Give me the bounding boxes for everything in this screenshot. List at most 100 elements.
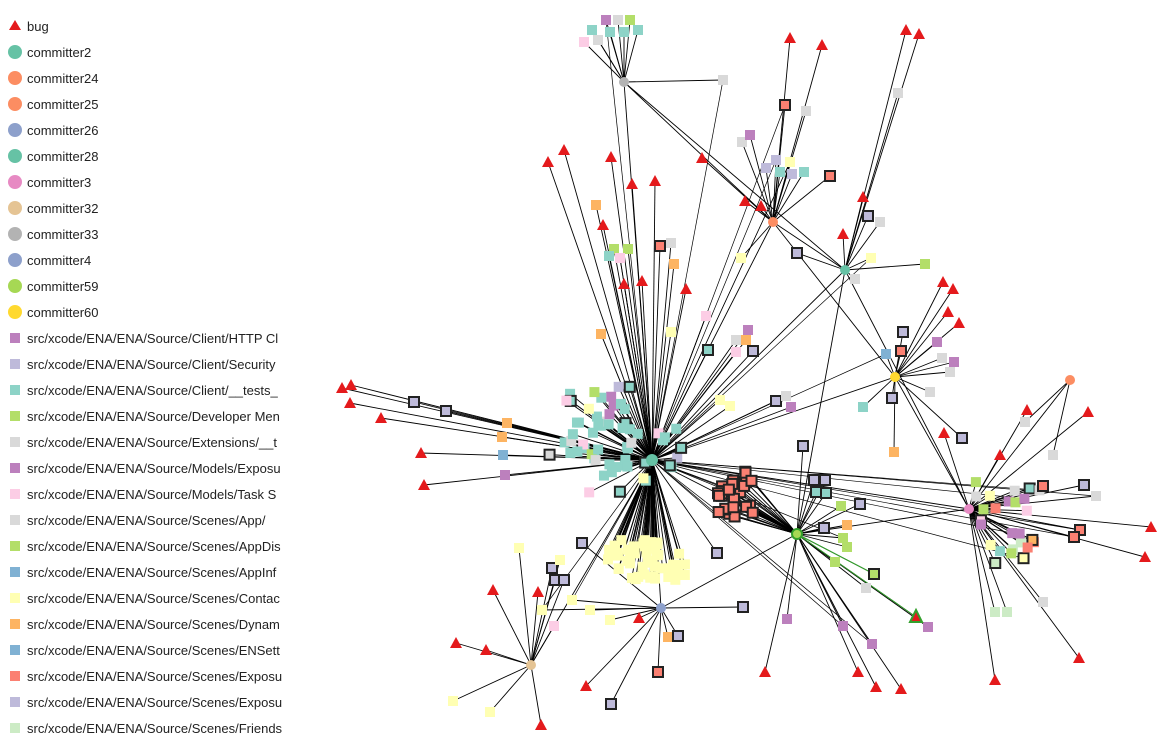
file-node[interactable] — [1048, 450, 1058, 460]
file-node[interactable] — [990, 558, 1000, 568]
committer-node[interactable] — [768, 217, 778, 227]
file-node[interactable] — [971, 491, 981, 501]
file-node[interactable] — [572, 447, 582, 457]
file-node[interactable] — [731, 335, 741, 345]
file-node[interactable] — [622, 556, 632, 566]
file-node[interactable] — [976, 520, 986, 530]
file-node[interactable] — [1038, 481, 1048, 491]
file-node[interactable] — [674, 549, 684, 559]
bug-node[interactable] — [1021, 404, 1033, 415]
file-node[interactable] — [703, 345, 713, 355]
file-node[interactable] — [502, 418, 512, 428]
file-node[interactable] — [898, 327, 908, 337]
file-node[interactable] — [869, 569, 879, 579]
file-node[interactable] — [671, 424, 681, 434]
bug-node[interactable] — [450, 637, 462, 648]
file-node[interactable] — [559, 575, 569, 585]
bug-node[interactable] — [994, 449, 1006, 460]
file-node[interactable] — [615, 487, 625, 497]
file-node[interactable] — [861, 583, 871, 593]
bug-node[interactable] — [989, 674, 1001, 685]
bug-node[interactable] — [649, 175, 661, 186]
bug-node[interactable] — [895, 683, 907, 694]
file-node[interactable] — [585, 605, 595, 615]
file-node[interactable] — [801, 106, 811, 116]
file-node[interactable] — [799, 167, 809, 177]
bug-node[interactable] — [900, 24, 912, 35]
file-node[interactable] — [625, 15, 635, 25]
file-node[interactable] — [660, 432, 670, 442]
file-node[interactable] — [725, 401, 735, 411]
file-node[interactable] — [613, 15, 623, 25]
committer-node[interactable] — [656, 603, 666, 613]
file-node[interactable] — [748, 508, 758, 518]
file-node[interactable] — [561, 396, 571, 406]
file-node[interactable] — [858, 402, 868, 412]
bug-node[interactable] — [558, 144, 570, 155]
file-node[interactable] — [584, 487, 594, 497]
file-node[interactable] — [588, 428, 598, 438]
file-node[interactable] — [971, 477, 981, 487]
bug-node[interactable] — [1139, 551, 1151, 562]
file-node[interactable] — [409, 397, 419, 407]
committer-node[interactable] — [890, 372, 900, 382]
file-node[interactable] — [614, 563, 624, 573]
file-node[interactable] — [572, 418, 582, 428]
file-node[interactable] — [978, 504, 988, 514]
file-node[interactable] — [781, 391, 791, 401]
bug-node[interactable] — [837, 228, 849, 239]
file-node[interactable] — [604, 419, 614, 429]
file-node[interactable] — [655, 241, 665, 251]
file-node[interactable] — [1023, 543, 1033, 553]
file-node[interactable] — [497, 432, 507, 442]
file-node[interactable] — [658, 563, 668, 573]
bug-node[interactable] — [1073, 652, 1085, 663]
file-node[interactable] — [1020, 417, 1030, 427]
file-node[interactable] — [666, 327, 676, 337]
file-node[interactable] — [798, 441, 808, 451]
bug-node[interactable] — [487, 584, 499, 595]
bug-node[interactable] — [605, 151, 617, 162]
file-node[interactable] — [680, 559, 690, 569]
bug-node[interactable] — [633, 612, 645, 623]
bug-node[interactable] — [480, 644, 492, 655]
file-node[interactable] — [867, 639, 877, 649]
file-node[interactable] — [593, 419, 603, 429]
file-node[interactable] — [743, 325, 753, 335]
bug-node[interactable] — [913, 28, 925, 39]
file-node[interactable] — [606, 699, 616, 709]
file-node[interactable] — [811, 487, 821, 497]
file-node[interactable] — [850, 274, 860, 284]
file-node[interactable] — [986, 540, 996, 550]
file-node[interactable] — [724, 485, 734, 495]
file-node[interactable] — [825, 171, 835, 181]
file-node[interactable] — [738, 602, 748, 612]
file-node[interactable] — [555, 555, 565, 565]
file-node[interactable] — [643, 556, 653, 566]
file-node[interactable] — [498, 450, 508, 460]
file-node[interactable] — [626, 438, 636, 448]
file-node[interactable] — [549, 621, 559, 631]
file-node[interactable] — [838, 621, 848, 631]
file-node[interactable] — [545, 450, 555, 460]
file-node[interactable] — [645, 573, 655, 583]
file-node[interactable] — [606, 392, 616, 402]
committer-node[interactable] — [964, 504, 974, 514]
file-node[interactable] — [820, 475, 830, 485]
bug-node[interactable] — [937, 276, 949, 287]
bug-node[interactable] — [532, 586, 544, 597]
bug-node[interactable] — [680, 283, 692, 294]
bug-node[interactable] — [938, 427, 950, 438]
file-node[interactable] — [1022, 506, 1032, 516]
file-node[interactable] — [577, 538, 587, 548]
file-node[interactable] — [1015, 529, 1025, 539]
file-node[interactable] — [932, 337, 942, 347]
file-node[interactable] — [785, 157, 795, 167]
file-node[interactable] — [787, 169, 797, 179]
file-node[interactable] — [625, 382, 635, 392]
committer-node[interactable] — [646, 454, 658, 466]
file-node[interactable] — [537, 605, 547, 615]
file-node[interactable] — [728, 502, 738, 512]
file-node[interactable] — [579, 37, 589, 47]
file-node[interactable] — [669, 259, 679, 269]
